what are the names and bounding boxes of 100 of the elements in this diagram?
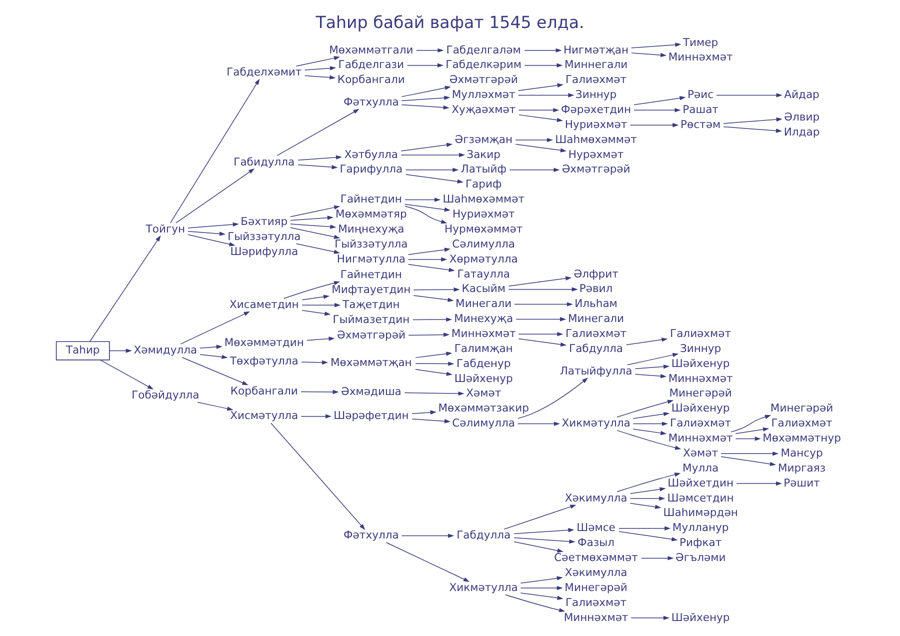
node-text: Миннәхмәт bbox=[668, 372, 733, 385]
node-text: Мөхәммәтяр bbox=[336, 208, 407, 221]
node-text: Бәхтияр bbox=[240, 214, 288, 228]
node-text: Миннәхмәт bbox=[668, 432, 733, 445]
node-text: Шәмсетдин bbox=[667, 491, 734, 504]
arrow bbox=[516, 317, 566, 322]
node-text: Фазыл bbox=[578, 536, 615, 550]
node-text: Габделгаләм bbox=[446, 43, 521, 56]
node-text: Минегәрәй bbox=[770, 402, 834, 415]
arrow bbox=[730, 414, 772, 432]
node-text: Мөхәммәтгали bbox=[329, 43, 414, 56]
node-text: Хисаметдин bbox=[229, 298, 299, 311]
node-text: Фәтхулла bbox=[344, 528, 399, 542]
arrow bbox=[302, 303, 341, 308]
node-text: Минегәрәй bbox=[669, 386, 732, 400]
node-text: Ильһам bbox=[574, 297, 618, 310]
node-text: Шәрәфетдин bbox=[334, 409, 409, 422]
node-text: Латыйф bbox=[460, 162, 506, 176]
arrow bbox=[298, 164, 338, 170]
arrow bbox=[407, 63, 444, 68]
node-text: Рәшит bbox=[784, 476, 820, 490]
node-text: Фәтхулла bbox=[344, 96, 399, 109]
node-text: Хикмәтулла bbox=[562, 416, 630, 430]
node-text: Гыйззәтулла bbox=[334, 237, 408, 250]
node-text: Минегәрәй bbox=[564, 580, 628, 594]
node-text: Гариф bbox=[466, 178, 502, 191]
node-text: Әхмәтгәрәй bbox=[336, 328, 406, 342]
arrow bbox=[413, 295, 454, 302]
arrow bbox=[296, 56, 340, 67]
node-text: Нурмөхәммәт bbox=[444, 222, 523, 236]
arrow bbox=[518, 114, 564, 122]
node-text: Әлфрит bbox=[574, 267, 618, 280]
node-text: Касыйм bbox=[462, 282, 506, 296]
node-text: Әхмәдиша bbox=[340, 385, 402, 398]
arrow bbox=[283, 281, 340, 299]
arrow bbox=[270, 422, 366, 530]
arrow bbox=[401, 96, 450, 102]
node-text: Миннегали bbox=[564, 58, 628, 72]
arrow bbox=[300, 390, 339, 394]
node-text: Хәмидулла bbox=[134, 344, 198, 357]
arrow bbox=[518, 83, 564, 92]
arrow bbox=[634, 374, 667, 378]
arrow bbox=[630, 502, 662, 510]
node-text: Шәрифулла bbox=[230, 244, 298, 258]
arrow bbox=[723, 126, 782, 133]
arrow bbox=[504, 594, 566, 612]
node-text: Миннәхмәт bbox=[564, 610, 628, 624]
arrow bbox=[630, 496, 666, 501]
node-text: Закир bbox=[466, 148, 501, 161]
node-text: Гарифулла bbox=[340, 162, 403, 176]
arrow bbox=[405, 174, 464, 184]
node-text: Габдулла bbox=[569, 342, 624, 355]
node-text: Шәмсе bbox=[576, 521, 616, 534]
arrow bbox=[631, 42, 682, 48]
node-text: Габидулла bbox=[234, 155, 295, 168]
node-text: Гыймазетдин bbox=[332, 312, 410, 326]
arrow bbox=[100, 360, 154, 390]
arrow bbox=[514, 541, 564, 553]
arrow bbox=[182, 357, 248, 386]
arrow bbox=[405, 168, 459, 172]
arrow bbox=[517, 422, 560, 426]
node-text: Корбангали bbox=[337, 73, 405, 86]
arrow bbox=[616, 400, 674, 418]
node-text: Хәмәт bbox=[683, 446, 718, 460]
arrow bbox=[400, 142, 453, 152]
arrow bbox=[518, 332, 564, 336]
node-text: Таҗетдин bbox=[342, 298, 400, 311]
arrow bbox=[415, 369, 453, 376]
node-text: Шәйхенур bbox=[671, 402, 730, 415]
arrow bbox=[514, 528, 574, 534]
node-text: Хәкимулла bbox=[564, 491, 628, 504]
arrow bbox=[290, 227, 340, 239]
arrow bbox=[508, 287, 578, 292]
arrow bbox=[298, 155, 342, 160]
arrow bbox=[408, 332, 450, 337]
node-text: Галиәхмәт bbox=[565, 73, 627, 86]
node-text: Габденур bbox=[456, 356, 511, 370]
arrow bbox=[735, 427, 770, 434]
arrow bbox=[518, 108, 560, 112]
node-text: Мифтауетдин bbox=[332, 283, 411, 296]
arrow bbox=[302, 310, 331, 316]
arrow bbox=[514, 537, 576, 544]
node-text: Илдар bbox=[784, 125, 820, 138]
arrow bbox=[416, 48, 444, 53]
arrow bbox=[408, 248, 451, 255]
arrow bbox=[626, 338, 668, 346]
node-text: Нуриәхмәт bbox=[564, 118, 628, 131]
arrow bbox=[197, 402, 234, 411]
arrow bbox=[627, 352, 679, 366]
node-text: Мөхәммәтнур bbox=[762, 432, 841, 445]
node-text: Хөрмәтулла bbox=[449, 252, 518, 266]
arrow bbox=[618, 531, 678, 542]
node-text: Сәлимулла bbox=[452, 416, 516, 430]
node-text: Гатаулла bbox=[457, 267, 510, 280]
arrow bbox=[634, 96, 686, 106]
node-text: Фәрәхетдин bbox=[560, 102, 632, 116]
arrow bbox=[520, 576, 563, 584]
arrow bbox=[504, 504, 576, 530]
node-text: Зиннур bbox=[680, 342, 722, 355]
node-text: Нуриәхмәт bbox=[452, 208, 515, 221]
